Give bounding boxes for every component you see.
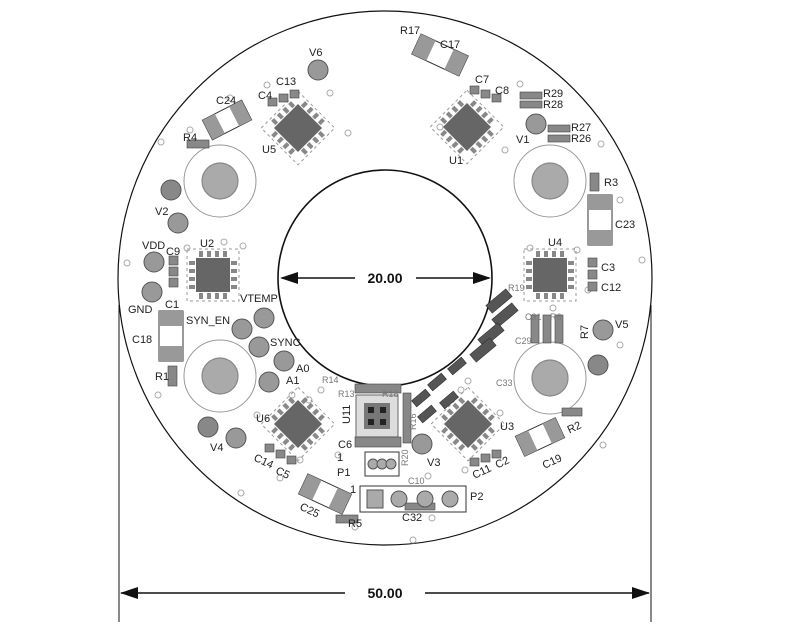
svg-text:GND: GND — [128, 304, 153, 316]
svg-text:R13: R13 — [338, 389, 355, 399]
svg-text:C23: C23 — [615, 219, 635, 231]
dimension-outer: 50.00 — [118, 305, 652, 622]
svg-text:P2: P2 — [470, 491, 483, 503]
connector-p2 — [359, 485, 467, 513]
svg-text:C6: C6 — [338, 439, 352, 451]
svg-text:R1: R1 — [155, 371, 169, 383]
svg-text:V3: V3 — [427, 457, 440, 469]
svg-text:U4: U4 — [548, 237, 562, 249]
svg-text:1: 1 — [350, 484, 356, 496]
svg-text:C13: C13 — [276, 76, 296, 88]
svg-text:C5: C5 — [274, 465, 292, 482]
svg-text:R27: R27 — [571, 122, 591, 134]
svg-text:V1: V1 — [516, 134, 529, 146]
svg-text:C1: C1 — [165, 299, 179, 311]
svg-text:V6: V6 — [309, 47, 322, 59]
svg-text:R29: R29 — [543, 88, 563, 100]
large-caps — [158, 33, 613, 515]
svg-text:C33: C33 — [496, 378, 513, 388]
svg-text:C8: C8 — [495, 85, 509, 97]
svg-text:R20: R20 — [400, 449, 410, 466]
svg-text:P1: P1 — [337, 467, 350, 479]
svg-text:V4: V4 — [210, 442, 223, 454]
board-outline — [117, 10, 653, 546]
mounting-holes — [183, 144, 587, 415]
svg-text:R14: R14 — [322, 375, 339, 385]
svg-text:C24: C24 — [216, 95, 236, 107]
dense-cluster — [411, 288, 519, 424]
svg-text:U1: U1 — [449, 155, 463, 167]
svg-text:R28: R28 — [543, 99, 563, 111]
svg-text:C2: C2 — [494, 454, 512, 471]
qfn-chip-u3 — [430, 386, 506, 462]
svg-text:C32: C32 — [402, 512, 422, 524]
svg-text:R6: R6 — [550, 312, 562, 322]
svg-text:A1: A1 — [286, 375, 299, 387]
small-passives — [167, 85, 600, 524]
svg-text:U11: U11 — [341, 405, 353, 424]
svg-text:1: 1 — [337, 452, 343, 464]
svg-text:C18: C18 — [132, 334, 152, 346]
svg-text:R4: R4 — [183, 132, 197, 144]
svg-text:SYN_EN: SYN_EN — [186, 315, 230, 327]
svg-text:U5: U5 — [262, 144, 276, 156]
svg-text:R16: R16 — [408, 413, 418, 430]
svg-text:C29: C29 — [515, 336, 532, 346]
qfn-chip-u4 — [523, 248, 577, 302]
svg-text:V2: V2 — [155, 206, 168, 218]
svg-text:R18: R18 — [382, 389, 399, 399]
svg-text:C10: C10 — [408, 476, 425, 486]
svg-text:V5: V5 — [615, 319, 628, 331]
svg-text:C25: C25 — [298, 501, 321, 520]
svg-text:R19: R19 — [508, 283, 525, 293]
svg-text:R17: R17 — [400, 25, 420, 37]
testpoints — [141, 59, 614, 455]
svg-text:C9: C9 — [166, 246, 180, 258]
svg-text:U6: U6 — [256, 413, 270, 425]
svg-text:C12: C12 — [601, 282, 621, 294]
inner-diameter-label: 20.00 — [367, 270, 402, 286]
svg-text:VTEMP: VTEMP — [240, 293, 278, 305]
svg-text:R3: R3 — [604, 177, 618, 189]
qfn-chip-u5 — [260, 90, 336, 166]
svg-text:R5: R5 — [348, 518, 362, 530]
svg-text:VDD: VDD — [142, 240, 165, 252]
qfn-chip-u1 — [429, 89, 505, 165]
qfn-chip-u2 — [186, 248, 240, 302]
dimension-inner: 20.00 — [280, 270, 491, 286]
chip-u11 — [355, 394, 399, 438]
svg-text:C14: C14 — [252, 452, 275, 471]
svg-text:A0: A0 — [296, 363, 309, 375]
svg-text:C4: C4 — [258, 90, 272, 102]
outer-diameter-label: 50.00 — [367, 585, 402, 601]
svg-text:C19: C19 — [541, 452, 564, 471]
svg-text:C3: C3 — [601, 262, 615, 274]
svg-text:R7: R7 — [579, 325, 591, 339]
svg-text:R26: R26 — [571, 133, 591, 145]
connector-p1 — [364, 451, 400, 477]
svg-text:C17: C17 — [440, 39, 460, 51]
svg-text:SYNC: SYNC — [270, 337, 301, 349]
svg-text:U2: U2 — [200, 238, 214, 250]
svg-text:C7: C7 — [475, 74, 489, 86]
svg-text:C31: C31 — [525, 312, 542, 322]
qfn-chip-u6 — [260, 386, 336, 462]
svg-text:R2: R2 — [566, 419, 584, 436]
svg-text:U3: U3 — [500, 421, 514, 433]
